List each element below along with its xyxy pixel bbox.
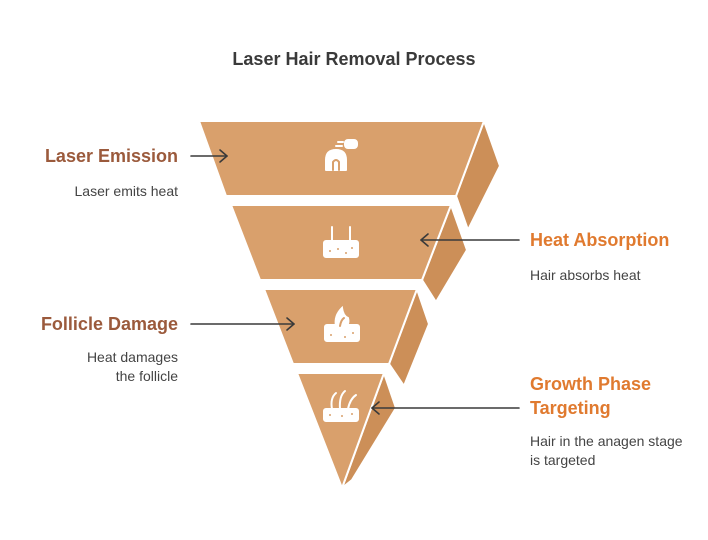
step-2-description: Hair absorbs heat: [530, 266, 700, 285]
layer-4-front: [295, 372, 386, 491]
step-4-description: Hair in the anagen stage is targeted: [530, 432, 700, 470]
step-4-title: Growth Phase Targeting: [530, 372, 700, 420]
step-2-desc-line-1: Hair absorbs heat: [530, 267, 641, 283]
arrow-step-4: [371, 401, 520, 415]
diagram-title: Laser Hair Removal Process: [232, 49, 476, 69]
step-1-desc-line-1: Laser emits heat: [74, 183, 179, 199]
step-4-title-line-2: Targeting: [530, 398, 611, 418]
step-3-title: Follicle Damage: [40, 314, 178, 334]
step-4-desc-line-1: Hair in the anagen stage: [530, 433, 683, 449]
follicle-flame-icon: [324, 305, 360, 342]
step-3-desc-line-2: the follicle: [115, 368, 178, 384]
step-4-title-line-1: Growth Phase: [530, 374, 652, 394]
step-2-title: Heat Absorption: [530, 230, 670, 250]
arrow-step-2: [420, 233, 520, 247]
step-3-description: Heat damages the follicle: [10, 348, 178, 386]
step-1-title: Laser Emission: [44, 146, 178, 166]
step-4-desc-line-2: is targeted: [530, 452, 596, 468]
arrow-step-1: [190, 149, 228, 163]
funnel-layer-3: [262, 286, 431, 389]
hair-growth-icon: [323, 390, 359, 422]
skin-hair-icon: [323, 226, 359, 258]
laser-icon: [325, 139, 358, 171]
step-3-desc-line-1: Heat damages: [86, 349, 178, 365]
funnel-layer-4: [295, 370, 398, 492]
arrow-step-3: [190, 317, 295, 331]
step-1-description: Laser emits heat: [10, 182, 179, 201]
